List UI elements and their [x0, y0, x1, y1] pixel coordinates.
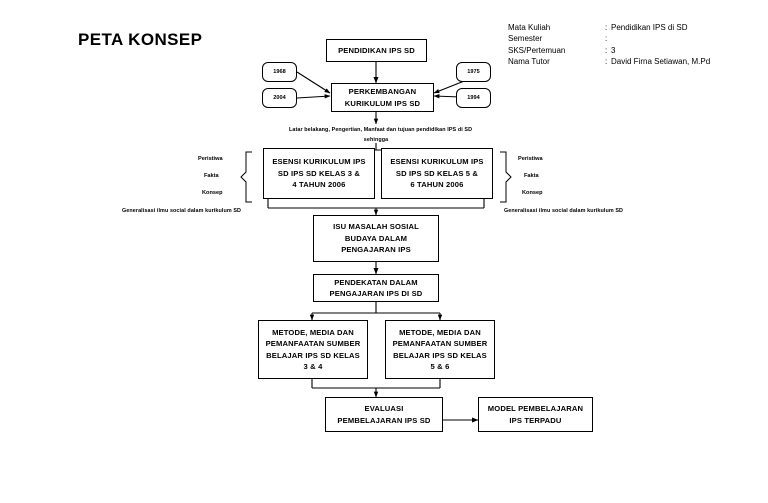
side-label-right-peristiwa: Peristiwa: [518, 156, 543, 162]
side-label-left-fakta: Fakta: [204, 173, 219, 179]
annotation-sehingga: sehingga: [363, 137, 389, 143]
course-info-row: Semester :: [508, 33, 710, 44]
node-year-top-left: 1968: [262, 62, 297, 82]
node-year-top-right: 1975: [456, 62, 491, 82]
course-info-key: Mata Kuliah: [508, 23, 551, 32]
node-pendidikan-ips-sd: PENDIDIKAN IPS SD: [326, 39, 427, 62]
course-info-row: Mata Kuliah : Pendidikan IPS di SD: [508, 22, 710, 33]
node-year-bottom-right: 1994: [456, 88, 491, 108]
course-info-colon: :: [605, 34, 608, 44]
course-info-colon: :: [605, 45, 608, 55]
course-info-colon: :: [605, 57, 608, 67]
course-info-key: Semester: [508, 34, 543, 44]
course-info-key: Nama Tutor: [508, 57, 550, 67]
course-info-table: Mata Kuliah : Pendidikan IPS di SD Semes…: [508, 22, 710, 68]
course-info-colon: :: [605, 23, 608, 32]
course-info-row: Nama Tutor : David Firna Setiawan, M.Pd: [508, 56, 710, 67]
side-label-right-fakta: Fakta: [524, 173, 539, 179]
annotation-generalisasi-left: Generalisasi ilmu social dalam kurikulum…: [122, 208, 242, 214]
course-info-row: SKS/Pertemuan : 3: [508, 45, 710, 56]
course-info-key: SKS/Pertemuan: [508, 45, 566, 55]
side-label-left-konsep: Konsep: [202, 190, 223, 196]
side-label-left-peristiwa: Peristiwa: [198, 156, 223, 162]
page-title: PETA KONSEP: [78, 30, 203, 49]
course-info-value: 3: [611, 45, 616, 55]
node-year-bottom-left: 2004: [262, 88, 297, 108]
annotation-latar-belakang: Latar belakang, Pengertian, Manfaat dan …: [289, 127, 473, 133]
side-label-right-konsep: Konsep: [522, 190, 543, 196]
course-info-value: [611, 33, 710, 44]
course-info-value: Pendidikan IPS di SD: [611, 23, 688, 32]
course-info-value: David Firna Setiawan, M.Pd: [611, 57, 711, 67]
annotation-generalisasi-right: Generalisasi ilmu social dalam kurikulum…: [504, 208, 624, 214]
